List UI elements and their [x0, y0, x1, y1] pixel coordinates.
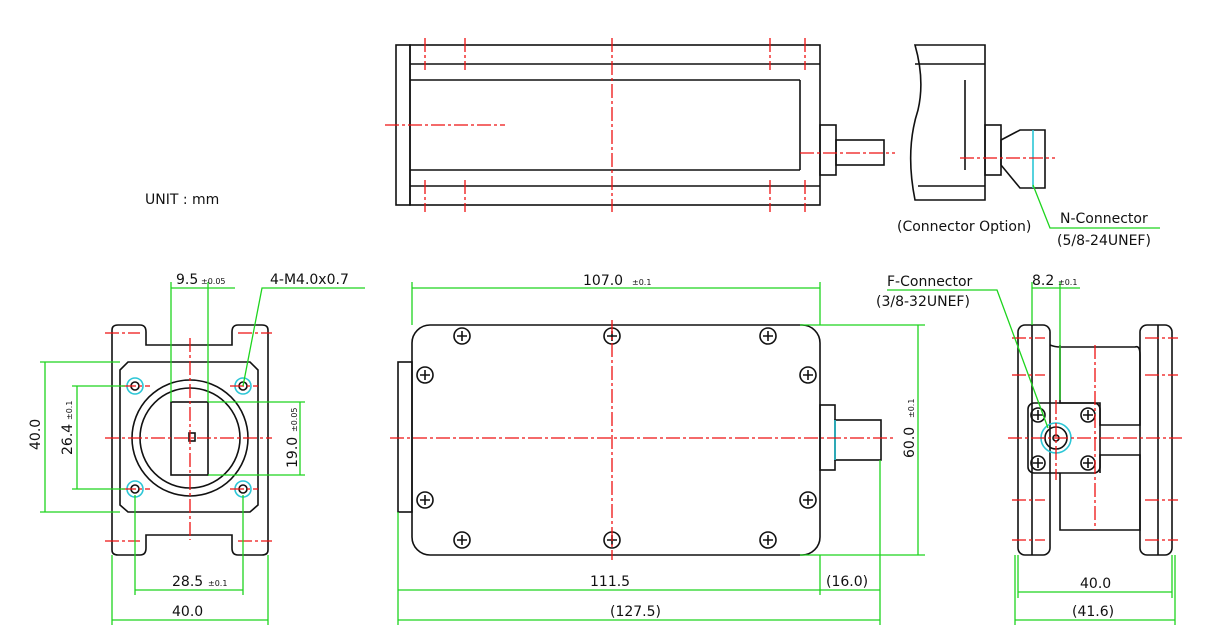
- dim-19-0: 19.0: [285, 437, 301, 468]
- dim-111-5: 111.5: [590, 574, 630, 590]
- dim-127-5: (127.5): [610, 604, 661, 620]
- dim-28-5-tol: ±0.1: [208, 579, 227, 588]
- dim-26-4-tol: ±0.1: [65, 401, 74, 420]
- side-view: 107.0 ±0.1 60.0 ±0.1 111.5 (16.0) (127.5…: [390, 273, 925, 625]
- dim-60-0-tol: ±0.1: [907, 399, 916, 418]
- dim-8-2: 8.2: [1032, 273, 1054, 289]
- dim-41-6: (41.6): [1072, 604, 1114, 620]
- f-connector-label: F-Connector: [887, 274, 973, 290]
- dim-28-5: 28.5: [172, 574, 203, 590]
- f-connector-thread: (3/8-32UNEF): [876, 294, 970, 310]
- n-connector-thread: (5/8-24UNEF): [1057, 233, 1151, 249]
- front-view: 9.5 ±0.05 4-M4.0x0.7 40.0 26.4 ±0.1 19.0…: [28, 272, 365, 625]
- top-view: (Connector Option) N-Connector (5/8-24UN…: [385, 38, 1160, 249]
- dim-60-0: 60.0: [902, 427, 918, 458]
- connector-option-label: (Connector Option): [897, 219, 1031, 235]
- dim-19-0-tol: ±0.05: [290, 407, 299, 432]
- dim-107-0-tol: ±0.1: [632, 278, 651, 287]
- dim-9-5-tol: ±0.05: [201, 277, 226, 286]
- dim-40-width: 40.0: [172, 604, 203, 620]
- n-connector-label: N-Connector: [1060, 211, 1148, 227]
- dim-40-0-end: 40.0: [1080, 576, 1111, 592]
- dim-40-height: 40.0: [28, 419, 44, 450]
- dim-9-5: 9.5: [176, 272, 198, 288]
- dim-26-4: 26.4: [60, 424, 76, 455]
- dim-107-0: 107.0: [583, 273, 623, 289]
- unit-label: UNIT : mm: [145, 192, 219, 208]
- end-view: F-Connector (3/8-32UNEF) 8.2 ±0.1 40.0 (…: [876, 273, 1182, 625]
- dim-16-0: (16.0): [826, 574, 868, 590]
- thread-callout: 4-M4.0x0.7: [270, 272, 349, 288]
- dim-8-2-tol: ±0.1: [1058, 278, 1077, 287]
